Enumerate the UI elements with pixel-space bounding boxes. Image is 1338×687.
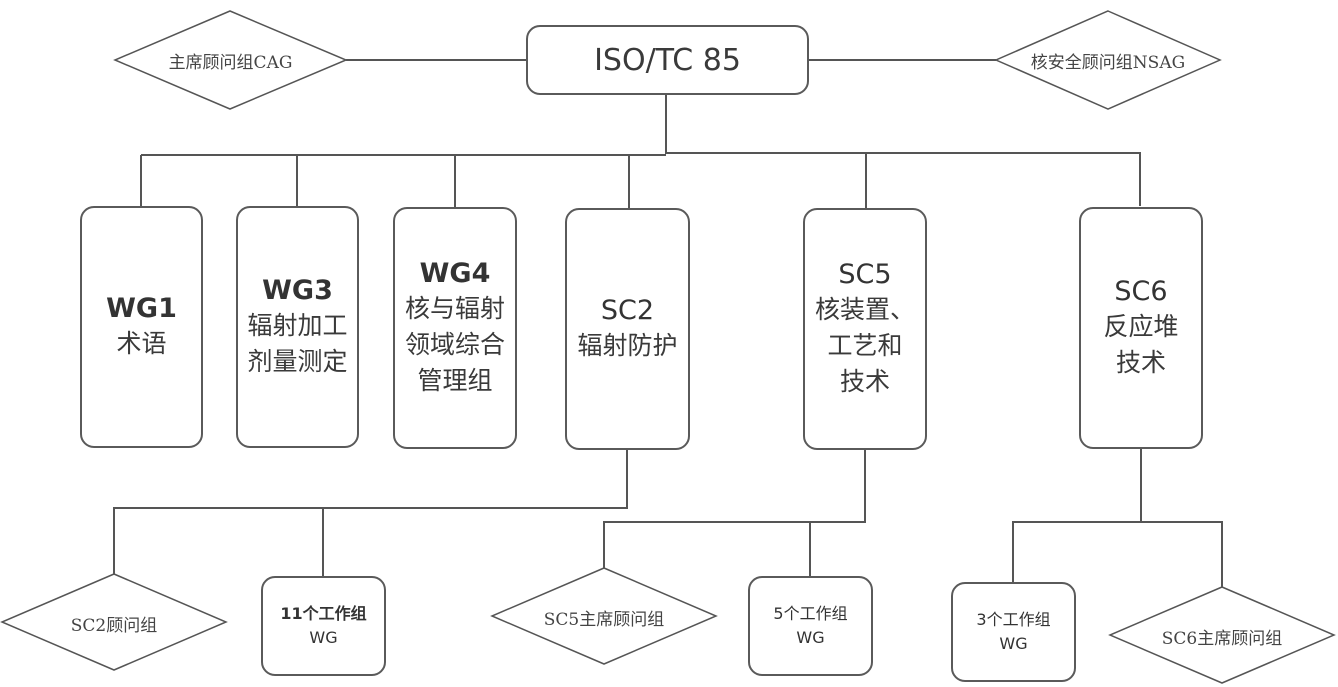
committee-desc: 辐射防护: [577, 331, 678, 360]
root-label: ISO/TC 85: [594, 42, 741, 78]
sc6-advisory-diamond[interactable]: SC6主席顾问组: [1108, 586, 1336, 686]
committee-wg1[interactable]: WG1 术语: [80, 206, 203, 448]
committee-sc5[interactable]: SC5 核装置、 工艺和 技术: [803, 208, 927, 450]
diamond-shape: [994, 10, 1222, 110]
committee-desc: 技术: [839, 367, 890, 396]
committee-desc: 核装置、: [814, 295, 915, 324]
committee-code: WG4: [419, 258, 491, 289]
wg-abbr-label: WG: [796, 628, 825, 647]
advisory-nsag-diamond[interactable]: 核安全顾问组NSAG: [994, 10, 1222, 110]
sc6-working-groups[interactable]: 3个工作组 WG: [951, 582, 1076, 682]
committee-desc: 辐射加工: [247, 311, 348, 340]
sc6-advisory-label: SC6主席顾问组: [1161, 628, 1283, 649]
diamond-shape: [1108, 586, 1336, 684]
committee-code: WG3: [262, 275, 333, 306]
advisory-nsag-label: 核安全顾问组NSAG: [1030, 52, 1186, 73]
sc5-advisory-label: SC5主席顾问组: [543, 609, 665, 630]
committee-code: SC5: [838, 259, 892, 290]
committee-sc2[interactable]: SC2 辐射防护: [565, 208, 690, 450]
wg-abbr-label: WG: [999, 634, 1028, 653]
wg-abbr-label: WG: [309, 628, 338, 647]
advisory-cag-label: 主席顾问组CAG: [168, 52, 293, 73]
connector-sc5-bus: [603, 449, 866, 568]
committee-code: WG1: [106, 293, 177, 324]
committee-code: SC2: [600, 295, 655, 326]
connector-bus-right: [666, 152, 1141, 206]
sc2-working-groups[interactable]: 11个工作组 WG: [261, 576, 386, 676]
sc2-advisory-diamond[interactable]: SC2顾问组: [0, 573, 228, 673]
committee-desc: 领域综合: [404, 330, 505, 359]
diamond-shape: [113, 10, 348, 110]
committee-code: SC6: [1114, 276, 1168, 307]
committee-desc: 术语: [116, 329, 167, 358]
committee-desc: 管理组: [417, 366, 493, 395]
wg-count-label: 3个工作组: [976, 610, 1051, 629]
committee-desc: 剂量测定: [247, 347, 348, 376]
wg-count-label: 11个工作组: [280, 604, 367, 623]
committee-desc: 核与辐射: [404, 294, 505, 323]
connector-sc6-bus: [1012, 521, 1223, 587]
connector-sc2-bus: [113, 449, 628, 574]
committee-desc: 反应堆: [1103, 312, 1179, 341]
sc2-advisory-label: SC2顾问组: [70, 615, 158, 636]
committee-sc6[interactable]: SC6 反应堆 技术: [1079, 207, 1203, 449]
wg-count-label: 5个工作组: [773, 604, 848, 623]
diamond-shape: [0, 573, 228, 671]
committee-wg3[interactable]: WG3 辐射加工 剂量测定: [236, 206, 359, 448]
diamond-shape: [490, 567, 718, 665]
committee-desc: 工艺和: [827, 331, 903, 360]
advisory-cag-diamond[interactable]: 主席顾问组CAG: [113, 10, 348, 110]
committee-wg4[interactable]: WG4 核与辐射 领域综合 管理组: [393, 207, 517, 449]
sc5-working-groups[interactable]: 5个工作组 WG: [748, 576, 873, 676]
committee-desc: 技术: [1115, 348, 1166, 377]
sc5-advisory-diamond[interactable]: SC5主席顾问组: [490, 567, 718, 667]
root-node-iso-tc85[interactable]: ISO/TC 85: [526, 25, 809, 95]
